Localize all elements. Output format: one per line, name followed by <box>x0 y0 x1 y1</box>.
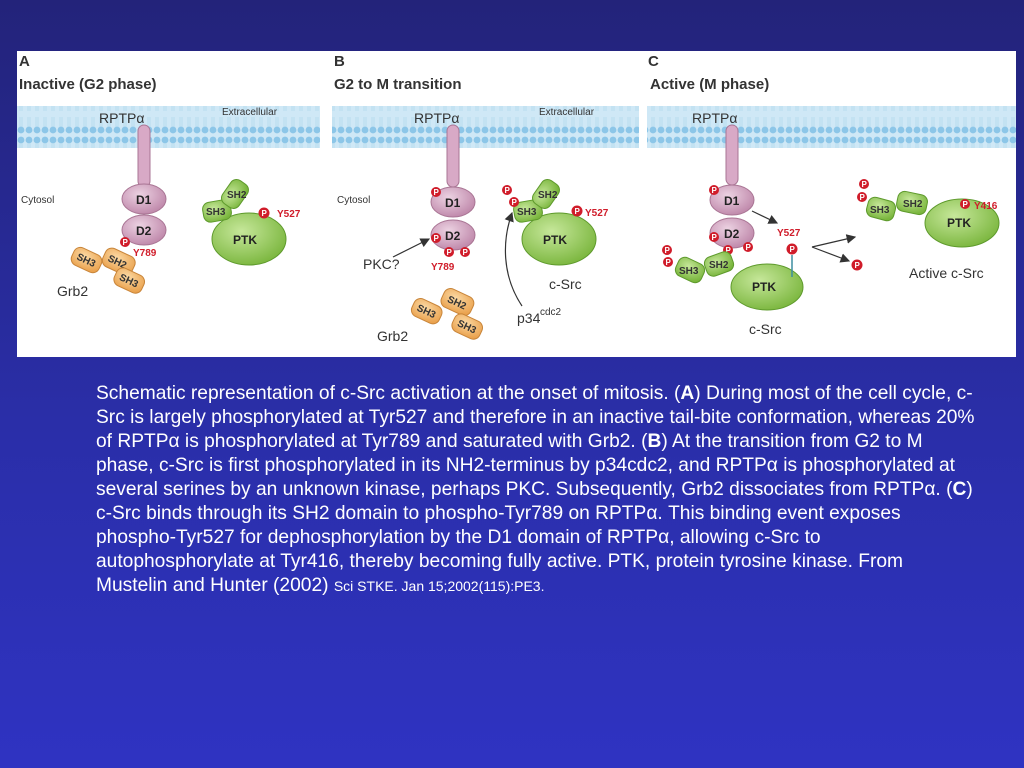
cytosol-label: Cytosol <box>21 195 54 206</box>
extracellular-label: Extracellular <box>222 107 278 118</box>
rptp-label: RPTPα <box>414 110 459 126</box>
sh3-label: SH3 <box>870 205 890 216</box>
ptk-label: PTK <box>543 233 567 247</box>
phospho-label: P <box>790 245 796 254</box>
panel-letter: A <box>19 53 30 70</box>
d1-label: D1 <box>445 196 461 210</box>
extracellular-label: Extracellular <box>539 107 595 118</box>
phospho-label: P <box>862 180 868 189</box>
d2-label: D2 <box>136 224 152 238</box>
d1-label: D1 <box>136 193 152 207</box>
phospho-label: P <box>666 258 672 267</box>
sh2-label: SH2 <box>709 260 729 271</box>
y416-label: Y416 <box>974 201 998 212</box>
phospho-label: P <box>855 261 861 270</box>
grb2-sh3-domain: SH3 <box>450 312 485 342</box>
sh3-label: SH3 <box>206 207 226 218</box>
caption-panel-ref: B <box>647 431 661 452</box>
grb2-sh2-domain: SH2 <box>439 286 476 318</box>
phospho-label: P <box>746 243 752 252</box>
panel-letter: B <box>334 53 345 70</box>
panel-title: Active (M phase) <box>650 76 769 93</box>
phospho-label: P <box>434 188 440 197</box>
pkc-arrow <box>393 239 429 257</box>
rptp-label: RPTPα <box>99 110 144 126</box>
phospho-label: P <box>463 248 469 257</box>
grb2-sh3-domain: SH3 <box>69 245 104 275</box>
caption-text: Schematic representation of c-Src activa… <box>96 383 680 404</box>
rptp-stalk <box>447 125 459 187</box>
rptp-stalk <box>726 125 738 185</box>
dephospho-arrow <box>752 211 777 223</box>
csrc-label: c-Src <box>549 276 582 292</box>
d2-label: D2 <box>445 229 461 243</box>
phospho-label: P <box>575 207 581 216</box>
phospho-label: P <box>712 233 718 242</box>
ptk-label: PTK <box>947 216 971 230</box>
phospho-label: P <box>512 198 518 207</box>
phospho-label: P <box>123 238 129 247</box>
caption: Schematic representation of c-Src activa… <box>96 382 976 598</box>
panel-letter: C <box>648 53 659 70</box>
ptk-label: PTK <box>233 233 257 247</box>
panel-title: G2 to M transition <box>334 76 462 93</box>
phospho-label: P <box>665 246 671 255</box>
cdc2-label: cdc2 <box>540 307 562 318</box>
caption-panel-ref: A <box>680 383 694 404</box>
phospho-label: P <box>860 193 866 202</box>
panel-c: C Active (M phase) RPTPα D1 D2 P P P P Y… <box>647 53 1016 337</box>
y789-label: Y789 <box>431 262 455 273</box>
rptp-stalk <box>138 125 150 187</box>
y789-label: Y789 <box>133 248 157 259</box>
grb2-sh3-domain: SH3 <box>409 296 444 326</box>
phospho-label: P <box>447 248 453 257</box>
release-arrow <box>812 247 849 261</box>
panel-a: A Inactive (G2 phase) RPTPα Extracellula… <box>17 53 320 299</box>
phospho-label: P <box>505 186 511 195</box>
citation: Sci STKE. Jan 15;2002(115):PE3. <box>334 578 545 594</box>
panel-title: Inactive (G2 phase) <box>19 76 157 93</box>
ptk-label: PTK <box>752 280 776 294</box>
phospho-label: P <box>262 209 268 218</box>
active-csrc-label: Active c-Src <box>909 265 984 281</box>
pkc-label: PKC? <box>363 256 400 272</box>
d1-label: D1 <box>724 194 740 208</box>
sh2-label: SH2 <box>538 190 558 201</box>
csrc-label: c-Src <box>749 321 782 337</box>
figure-panel: A Inactive (G2 phase) RPTPα Extracellula… <box>17 51 1016 357</box>
phospho-label: P <box>712 186 718 195</box>
cytosol-label: Cytosol <box>337 195 370 206</box>
sh3-label: SH3 <box>679 266 699 277</box>
y527-label: Y527 <box>585 208 609 219</box>
sh2-label: SH2 <box>903 199 923 210</box>
grb2-label: Grb2 <box>377 328 408 344</box>
phospho-label: P <box>434 234 440 243</box>
panel-b: B G2 to M transition RPTPα Extracellular… <box>332 53 639 344</box>
d2-label: D2 <box>724 227 740 241</box>
sh3-label: SH3 <box>517 207 537 218</box>
y527-label: Y527 <box>777 228 801 239</box>
p34-arrow <box>505 213 522 306</box>
sh2-label: SH2 <box>227 190 247 201</box>
p34-label: p34 <box>517 310 541 326</box>
grb2-label: Grb2 <box>57 283 88 299</box>
rptp-label: RPTPα <box>692 110 737 126</box>
release-arrow <box>812 237 855 247</box>
phospho-label: P <box>963 200 969 209</box>
y527-label: Y527 <box>277 209 301 220</box>
caption-panel-ref: C <box>952 479 966 500</box>
